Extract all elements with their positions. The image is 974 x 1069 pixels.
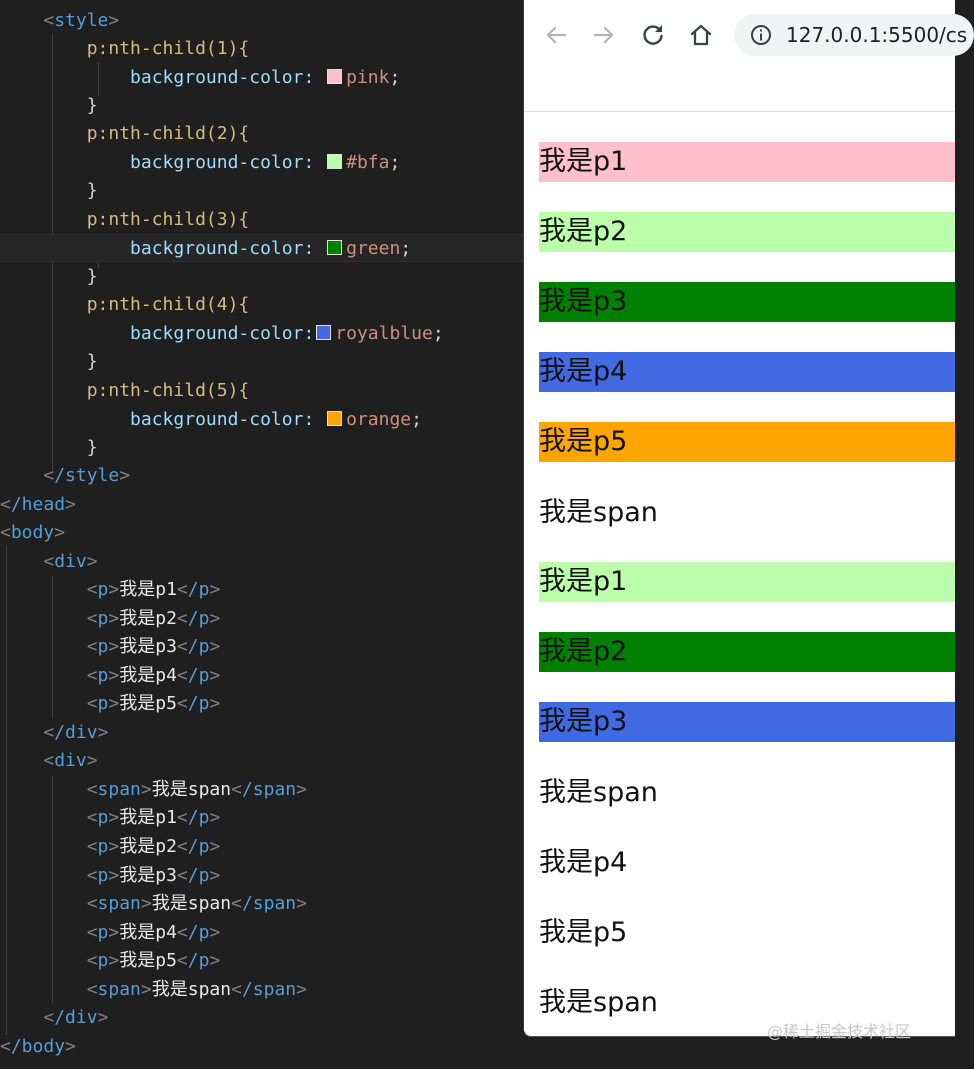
code-line: <p>我是p2</p> [86,836,221,857]
code-line: background-color: #bfa; [130,152,401,173]
code-line: } [86,180,98,201]
page-paragraph: 我是p5 [539,422,955,462]
code-line: <span>我是span</span> [86,979,307,1000]
code-line: </div> [43,1007,109,1028]
code-line: p:nth-child(1){ [0,35,250,63]
code-line: <p>我是p5</p> [86,693,221,714]
forward-arrow-icon[interactable] [589,20,619,50]
code-line: } [86,437,98,458]
css-selector: p:nth-child(3){ [86,209,250,230]
watermark: @稀土掘金技术社区 [767,1022,912,1041]
page-paragraph: 我是p4 [539,847,628,878]
css-value: pink [346,67,390,88]
reload-icon[interactable] [638,20,668,50]
code-line: <span>我是span</span> [86,779,307,800]
code-line: </style> [43,465,131,486]
css-property: background-color: [130,323,315,344]
css-property: background-color: [130,67,315,88]
back-arrow-icon[interactable] [541,20,571,50]
indent-guide [98,62,99,96]
indent-guide [6,545,7,1035]
code-line: <p>我是p1</p> [86,807,221,828]
page-paragraph: 我是p2 [539,212,955,252]
css-value: orange [346,409,412,430]
code-line: <span>我是span</span> [86,893,307,914]
current-code-line: background-color: green; [0,234,523,262]
page-paragraph: 我是p3 [539,282,955,322]
css-value: green [346,238,401,259]
css-selector: p:nth-child(4){ [86,294,250,315]
code-line: </head> [0,494,76,515]
page-span: 我是span [539,777,658,808]
code-line: background-color: pink; [130,67,401,88]
css-value: royalblue [335,323,433,344]
page-span: 我是span [539,987,658,1018]
code-line: <p>我是p3</p> [86,865,221,886]
code-line: </body> [0,1036,76,1057]
code-line: <p>我是p1</p> [86,579,221,600]
style-open-tag: style [54,10,109,31]
code-line: </div> [43,722,109,743]
css-value: #bfa [346,152,390,173]
code-line: p:nth-child(2){ [0,120,250,148]
page-paragraph: 我是p2 [539,632,955,672]
code-line: } [86,266,98,287]
indent-guide [52,576,53,718]
css-property: background-color: [130,238,315,259]
browser-toolbar: 127.0.0.1:5500/cs [524,0,974,112]
address-text[interactable]: 127.0.0.1:5500/cs [786,23,968,47]
address-bar[interactable] [734,14,974,56]
code-line: <p>我是p3</p> [86,636,221,657]
page-paragraph: 我是p1 [539,562,955,602]
page-paragraph: 我是p4 [539,352,955,392]
code-line: <p>我是p5</p> [86,950,221,971]
color-swatch[interactable] [316,325,332,340]
indent-guide [52,776,53,1004]
code-line: <p>我是p4</p> [86,665,221,686]
code-line: p:nth-child(5){ [0,377,250,405]
code-editor[interactable]: <style> p:nth-child(1){ background-color… [0,0,523,1069]
page-paragraph: 我是p5 [539,917,628,948]
code-line: <body> [0,522,66,543]
code-line: } [86,95,98,116]
code-line: <p>我是p2</p> [86,608,221,629]
code-line: <p>我是p4</p> [86,922,221,943]
css-selector: p:nth-child(5){ [86,380,250,401]
page-paragraph: 我是p1 [539,142,955,182]
page-paragraph: 我是p3 [539,702,955,742]
css-property: background-color: [130,409,315,430]
info-icon[interactable] [750,24,772,46]
home-icon[interactable] [686,20,716,50]
css-selector: p:nth-child(2){ [86,123,250,144]
color-swatch[interactable] [327,240,343,255]
color-swatch[interactable] [327,154,343,169]
page-span: 我是span [539,497,658,528]
code-line: <div> [43,750,98,771]
css-property: background-color: [130,152,315,173]
code-line: p:nth-child(3){ [0,206,250,234]
code-line: <div> [43,551,98,572]
code-line: <style> [43,10,120,31]
css-selector: p:nth-child(1){ [86,38,250,59]
code-line: background-color:royalblue; [130,323,444,344]
color-swatch[interactable] [327,411,343,426]
browser-window: 127.0.0.1:5500/cs 我是p1 我是p2 我是p3 我是p4 我是… [523,0,974,1037]
code-line: background-color: orange; [130,409,422,430]
code-line: p:nth-child(4){ [0,291,250,319]
code-line: } [86,351,98,372]
color-swatch[interactable] [327,69,343,84]
